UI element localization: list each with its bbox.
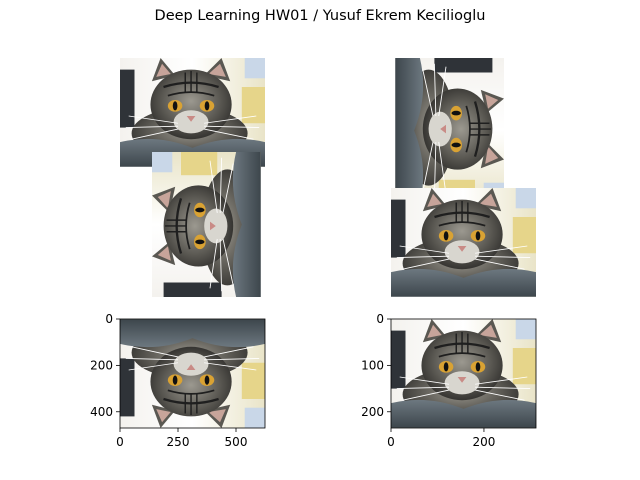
y-tick-label: 0 bbox=[376, 312, 384, 326]
y-tick-label: 200 bbox=[90, 358, 113, 372]
image-panel-bottom-right: 0 200 0 100 200 bbox=[361, 312, 538, 449]
x-tick-label: 0 bbox=[387, 435, 395, 449]
axes-frame-bottom-right bbox=[390, 318, 537, 429]
x-tick-label: 250 bbox=[167, 435, 190, 449]
y-tick-label: 400 bbox=[90, 405, 113, 419]
figure-title: Deep Learning HW01 / Yusuf Ekrem Kecilio… bbox=[154, 8, 486, 24]
y-tick-label: 0 bbox=[105, 312, 113, 326]
x-tick-label: 500 bbox=[225, 435, 248, 449]
axes-frame-bottom-left bbox=[119, 318, 266, 429]
image-panel-bottom-left: 0 250 500 0 200 400 bbox=[90, 312, 267, 449]
image-panel-top-left bbox=[118, 56, 267, 168]
image-panel-middle-right bbox=[389, 186, 538, 298]
y-tick-label: 100 bbox=[361, 358, 384, 372]
ticks-bottom-right: 0 200 0 100 200 bbox=[361, 312, 495, 449]
y-tick-label: 200 bbox=[361, 405, 384, 419]
x-tick-label: 0 bbox=[116, 435, 124, 449]
image-panel-middle-left bbox=[150, 150, 262, 299]
image-panel-top-right bbox=[394, 56, 506, 205]
x-tick-label: 200 bbox=[472, 435, 495, 449]
ticks-bottom-left: 0 250 500 0 200 400 bbox=[90, 312, 247, 449]
